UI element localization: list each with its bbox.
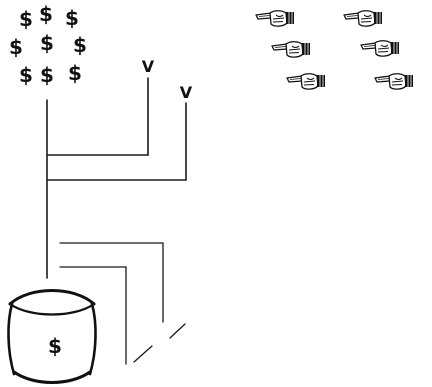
dollar-sign: $ <box>40 31 54 55</box>
tank-right-wall <box>88 302 97 376</box>
dollar-sign: $ <box>19 63 33 87</box>
dollar-sign: $ <box>68 61 82 85</box>
slant-mark-2 <box>169 323 186 339</box>
dollar-sign: $ <box>19 7 33 31</box>
pointing-hand-icon <box>343 10 383 27</box>
dollar-sign: $ <box>9 35 23 59</box>
slant-mark-1 <box>133 345 153 363</box>
dollar-sign: $ <box>39 2 53 26</box>
tank-bottom <box>12 370 92 384</box>
valve-mark-2: V <box>180 83 193 102</box>
dollar-sign: $ <box>65 6 79 30</box>
tank-top-rim-upper <box>8 289 96 306</box>
dollar-sign: $ <box>73 33 87 57</box>
pointing-hands-group <box>255 10 414 90</box>
valve-mark-1: V <box>142 57 155 76</box>
pointing-hand-icon <box>360 40 400 57</box>
pipe-network <box>46 77 187 365</box>
tank-dollar-sign: $ <box>48 334 62 358</box>
money-tank: $ <box>7 289 97 384</box>
tank-top-rim-lower <box>8 302 96 316</box>
pointing-hand-icon <box>271 41 311 58</box>
dollar-cluster: $ $ $ $ $ $ $ $ $ <box>9 2 87 87</box>
tank-left-wall <box>7 302 16 376</box>
pointing-hand-icon <box>286 73 326 90</box>
pointing-hand-icon <box>255 10 295 27</box>
pointing-hand-icon <box>374 73 414 90</box>
dollar-sign: $ <box>40 63 54 87</box>
